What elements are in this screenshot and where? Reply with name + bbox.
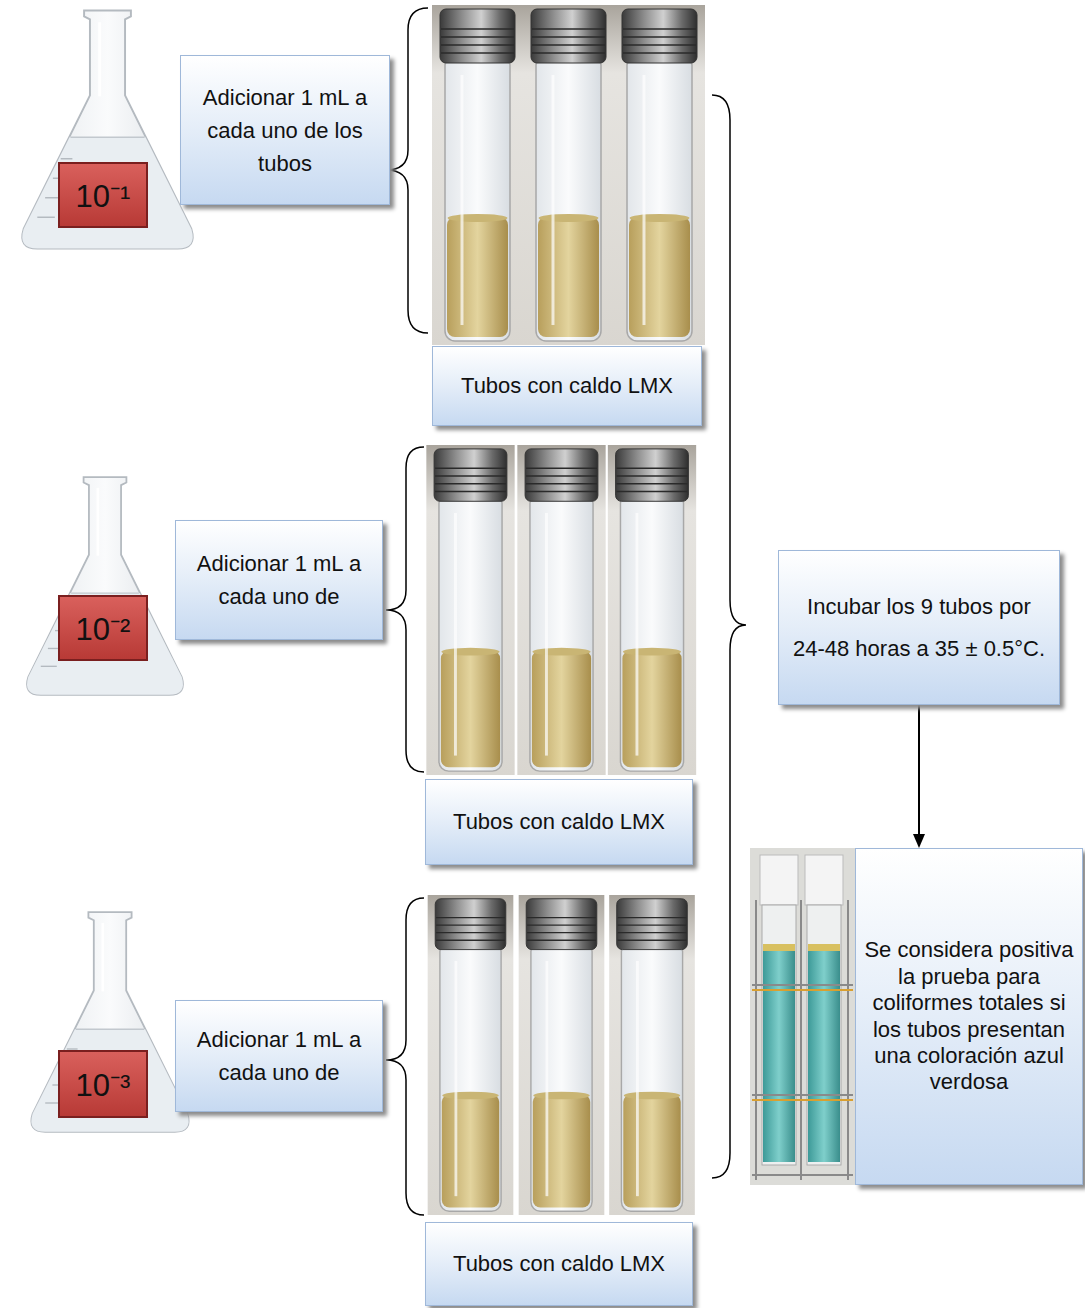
result-box: Se considera positiva la prueba para col… [855, 848, 1083, 1185]
node-text: 10⁻² [76, 607, 131, 649]
node-text: Tubos con caldo LMX [453, 1251, 665, 1277]
node-text: Adicionar 1 mL a cada uno de [186, 547, 372, 613]
node-text: Tubos con caldo LMX [461, 373, 673, 399]
caption-box: Tubos con caldo LMX [432, 346, 702, 426]
node-text: Se considera positiva la prueba para col… [864, 937, 1074, 1095]
dilution-label: 10⁻¹ [58, 162, 148, 228]
instruction-box: Adicionar 1 mL a cada uno de [175, 520, 383, 640]
node-text: 10⁻¹ [76, 174, 131, 216]
tube-photo [426, 445, 696, 775]
bracket [386, 8, 746, 1215]
flask [27, 477, 183, 695]
node-text: Tubos con caldo LMX [453, 809, 665, 835]
node-text: 10⁻³ [76, 1063, 131, 1105]
node-text: Incubar los 9 tubos por 24-48 horas a 35… [789, 586, 1049, 670]
caption-box: Tubos con caldo LMX [425, 1222, 693, 1306]
instruction-box: Adicionar 1 mL a cada uno de [175, 1000, 383, 1112]
process-box: Incubar los 9 tubos por 24-48 horas a 35… [778, 550, 1060, 705]
flask [22, 11, 192, 249]
node-text: Adicionar 1 mL a cada uno de los tubos [191, 81, 379, 180]
caption-box: Tubos con caldo LMX [425, 779, 693, 865]
dilution-label: 10⁻³ [58, 1050, 148, 1118]
tube-photo [428, 895, 695, 1215]
tube-photo [432, 5, 705, 345]
node-text: Adicionar 1 mL a cada uno de [186, 1023, 372, 1089]
flask [31, 912, 188, 1132]
dilution-label: 10⁻² [58, 595, 148, 661]
result-photo [750, 848, 855, 1185]
arrow-connector [913, 705, 925, 848]
instruction-box: Adicionar 1 mL a cada uno de los tubos [180, 55, 390, 205]
